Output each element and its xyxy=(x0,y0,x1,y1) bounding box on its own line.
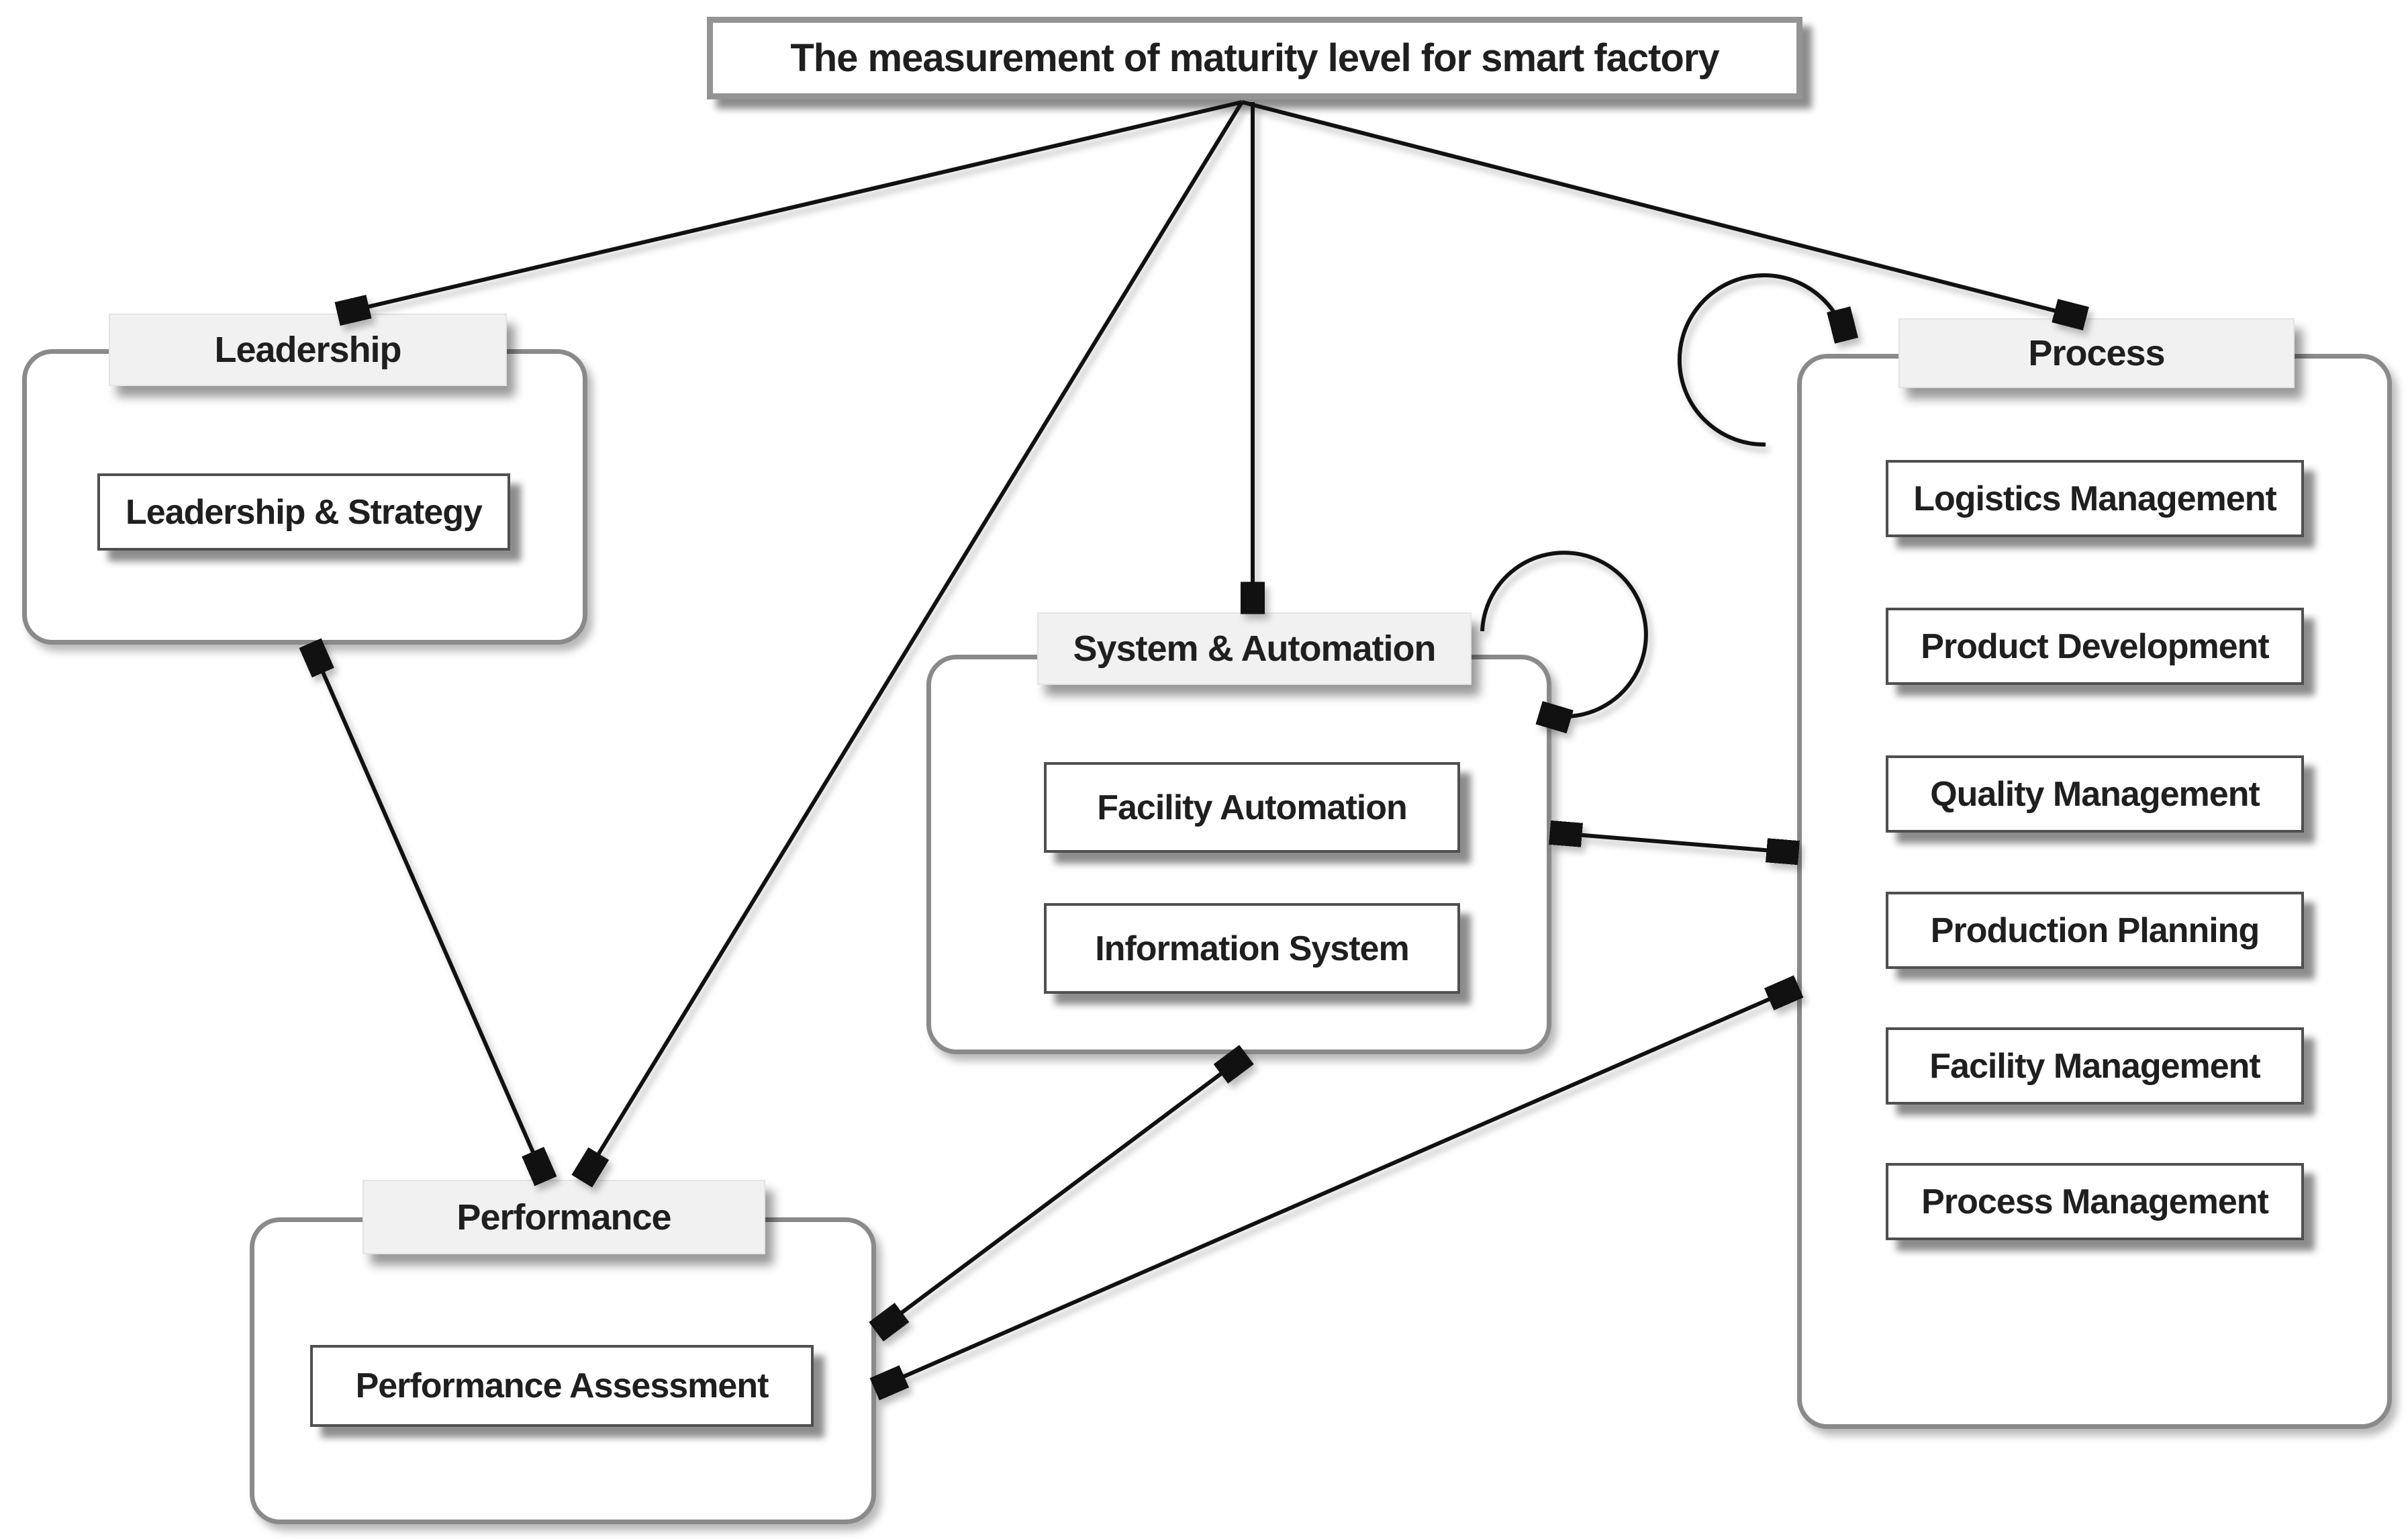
node-leadership-strategy-label: Leadership & Strategy xyxy=(126,492,483,532)
arrow-title-to-leadership xyxy=(339,100,1243,314)
diagram-title: The measurement of maturity level for sm… xyxy=(790,36,1719,80)
arrow-title-to-process xyxy=(1241,100,2084,318)
process-header-label: Process xyxy=(2028,333,2165,373)
node-information-system-label: Information System xyxy=(1095,929,1409,968)
leadership-header: Leadership xyxy=(109,314,507,386)
node-quality-management-label: Quality Management xyxy=(1930,774,2260,814)
node-performance-assessment: Performance Assessment xyxy=(310,1345,814,1427)
arrow-leadership-performance xyxy=(311,645,545,1180)
node-product-development-label: Product Development xyxy=(1921,626,2269,666)
title-box: The measurement of maturity level for sm… xyxy=(707,17,1802,99)
node-facility-management-label: Facility Management xyxy=(1929,1046,2260,1086)
node-process-management: Process Management xyxy=(1886,1163,2304,1240)
system-automation-frame xyxy=(926,655,1551,1054)
node-process-management-label: Process Management xyxy=(1921,1182,2269,1221)
node-production-planning: Production Planning xyxy=(1886,892,2304,969)
node-leadership-strategy: Leadership & Strategy xyxy=(97,473,510,551)
node-logistics-management-label: Logistics Management xyxy=(1913,479,2277,518)
node-logistics-management: Logistics Management xyxy=(1886,460,2304,537)
node-quality-management: Quality Management xyxy=(1886,755,2304,833)
node-facility-automation: Facility Automation xyxy=(1044,762,1460,853)
node-facility-automation-label: Facility Automation xyxy=(1097,788,1408,827)
node-facility-management: Facility Management xyxy=(1886,1027,2304,1105)
arrow-system-automation-performance xyxy=(877,1056,1245,1331)
node-information-system: Information System xyxy=(1044,903,1460,994)
system-automation-header: System & Automation xyxy=(1037,612,1472,685)
node-production-planning-label: Production Planning xyxy=(1930,911,2260,950)
node-performance-assessment-label: Performance Assessment xyxy=(355,1366,769,1405)
node-product-development: Product Development xyxy=(1886,608,2304,685)
arrow-system-automation-process xyxy=(1551,833,1797,853)
system-automation-header-label: System & Automation xyxy=(1073,628,1436,669)
process-header: Process xyxy=(1898,318,2295,388)
performance-header: Performance xyxy=(363,1180,765,1254)
performance-header-label: Performance xyxy=(456,1197,671,1238)
leadership-header-label: Leadership xyxy=(214,330,401,370)
